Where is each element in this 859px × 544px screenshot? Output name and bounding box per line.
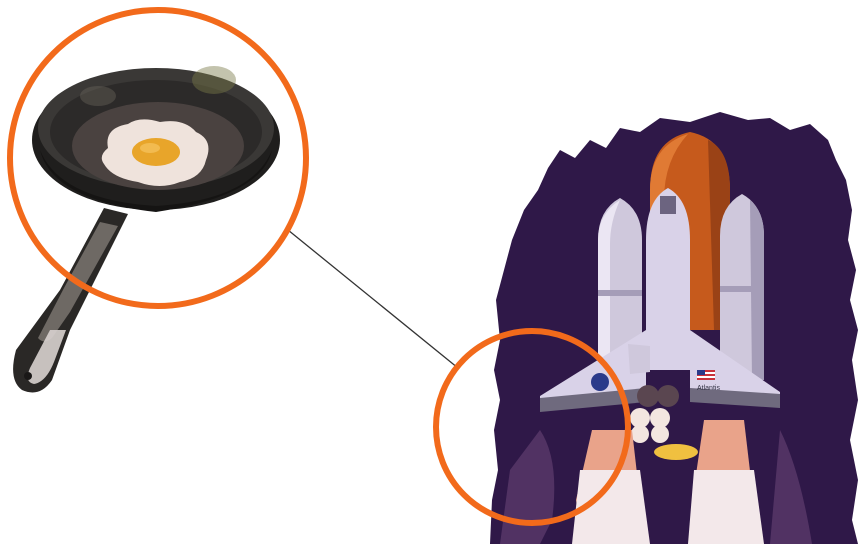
us-flag bbox=[697, 370, 715, 380]
frying-pan-illustration bbox=[13, 66, 280, 392]
connector-line bbox=[288, 230, 458, 368]
right-solid-rocket-booster bbox=[720, 194, 764, 380]
nasa-logo bbox=[591, 373, 609, 391]
shuttle-launch-illustration: Atlantis bbox=[490, 112, 858, 544]
fried-egg bbox=[102, 119, 209, 186]
orbiter-name-decal: Atlantis bbox=[697, 385, 720, 392]
